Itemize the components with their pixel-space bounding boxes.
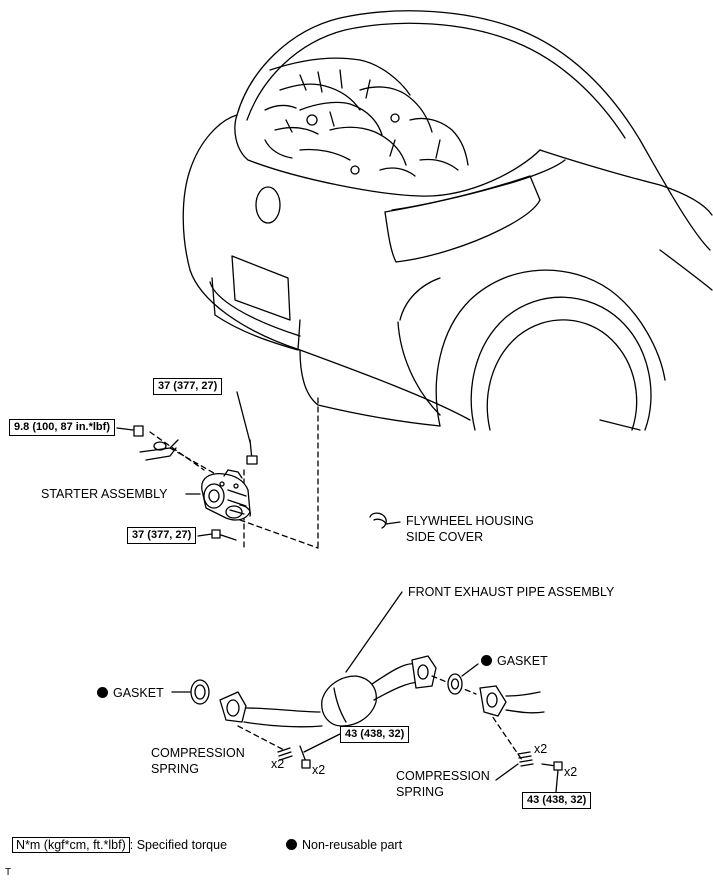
label-compression-spring-left: COMPRESSION SPRING [151, 746, 245, 776]
spring-right-line1: COMPRESSION [396, 769, 490, 783]
label-flywheel-housing-side-cover: FLYWHEEL HOUSING SIDE COVER [406, 514, 534, 544]
footer-mark: T [5, 867, 12, 878]
legend-non-reusable-part: Non-reusable part [286, 838, 402, 852]
spring-left-line1: COMPRESSION [151, 746, 245, 760]
non-reusable-dot-icon [481, 655, 492, 666]
legend-torque-text: : Specified torque [129, 838, 228, 852]
legend-non-reusable-text: Non-reusable part [302, 838, 403, 852]
spring-left-line2: SPRING [151, 762, 199, 776]
torque-spec-starter-upper-bolt: 37 (377, 27) [153, 378, 223, 395]
qty-spring-left: x2 [271, 757, 285, 771]
label-flywheel-line2: SIDE COVER [406, 530, 484, 544]
label-gasket-right: GASKET [481, 654, 548, 668]
legend-torque-unit-box: N*m (kgf*cm, ft.*lbf) [12, 837, 130, 853]
spring-right-line2: SPRING [396, 785, 444, 799]
front-exhaust-pipe-drawing [171, 591, 563, 793]
qty-bolt-left: x2 [312, 763, 326, 777]
starter-assembly-drawing [116, 391, 319, 549]
legend-specified-torque: N*m (kgf*cm, ft.*lbf): Specified torque [12, 837, 228, 853]
label-gasket-left: GASKET [97, 686, 164, 700]
non-reusable-dot-icon [97, 687, 108, 698]
label-compression-spring-right: COMPRESSION SPRING [396, 769, 490, 799]
label-flywheel-line1: FLYWHEEL HOUSING [406, 514, 534, 528]
torque-spec-starter-lower-bolt: 37 (377, 27) [127, 527, 197, 544]
vehicle-front-body [182, 10, 713, 431]
torque-spec-terminal-nut: 9.8 (100, 87 in.*lbf) [9, 419, 115, 436]
qty-spring-right: x2 [534, 742, 548, 756]
torque-spec-exhaust-rear-bolt: 43 (438, 32) [522, 792, 592, 809]
label-starter-assembly: STARTER ASSEMBLY [41, 487, 168, 501]
non-reusable-dot-icon [286, 839, 297, 850]
torque-spec-exhaust-front-bolt: 43 (438, 32) [340, 726, 410, 743]
gasket-left-text: GASKET [113, 686, 164, 700]
label-front-exhaust-pipe-assembly: FRONT EXHAUST PIPE ASSEMBLY [408, 585, 615, 599]
flywheel-cover-drawing [369, 512, 401, 529]
gasket-right-text: GASKET [497, 654, 548, 668]
qty-bolt-right: x2 [564, 765, 578, 779]
